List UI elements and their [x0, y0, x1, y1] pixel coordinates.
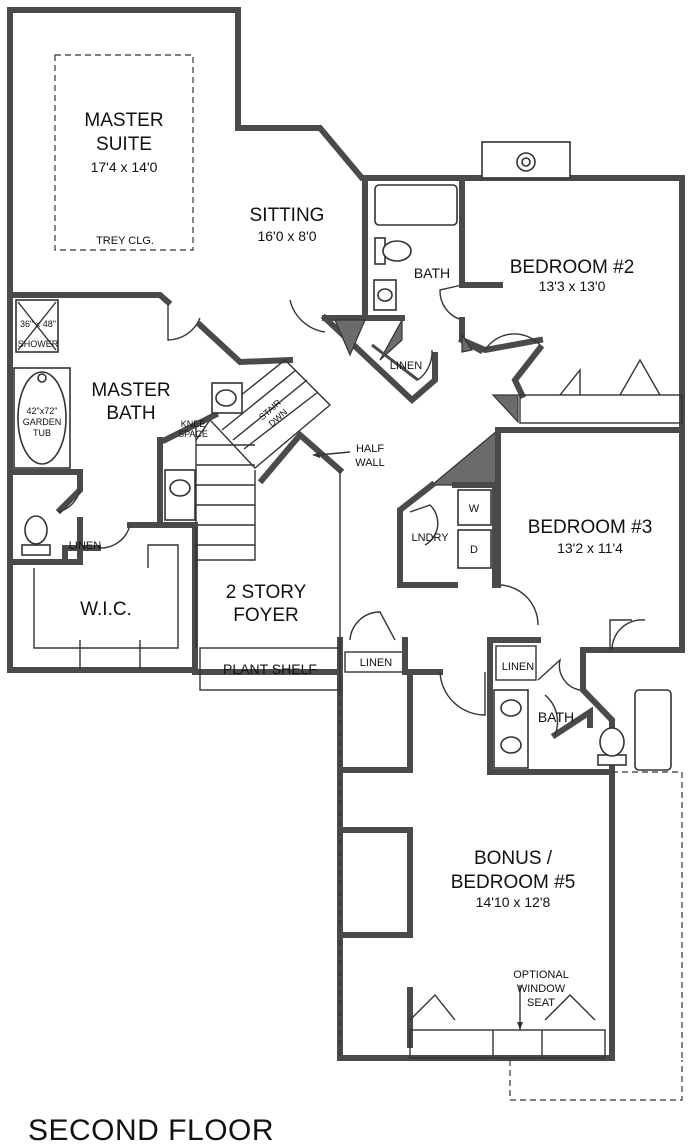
laundry-shade — [430, 428, 499, 486]
linen-master-label: LINEN — [69, 540, 101, 552]
bonus-label-1: BONUS / — [474, 848, 553, 869]
washer — [457, 489, 492, 526]
bath-upper-label: BATH — [414, 265, 450, 281]
floor-title: SECOND FLOOR — [28, 1114, 274, 1145]
bonus-label-2: BEDROOM #5 — [451, 872, 576, 893]
upper-linen-shade-left — [334, 319, 366, 357]
sitting-label: SITTING — [250, 205, 325, 226]
foyer-label-1: 2 STORY — [226, 582, 307, 603]
toilet-master-tank — [21, 544, 51, 556]
dryer — [457, 529, 492, 569]
window-seat-label-2: WINDOW — [517, 983, 566, 995]
linen-bath-label: LINEN — [502, 661, 534, 673]
vanity-master — [164, 469, 196, 521]
master-bath-label-1: MASTER — [91, 380, 170, 401]
bedroom3-dims: 13'2 x 11'4 — [557, 540, 623, 556]
laundry-label: LNDRY — [411, 532, 449, 544]
bath-lower-label: BATH — [538, 709, 574, 725]
bedroom3-door[interactable] — [609, 619, 632, 650]
window-seat-label-3: SEAT — [527, 997, 555, 1009]
master-bath-label-2: BATH — [106, 403, 155, 424]
staircase — [195, 359, 332, 561]
knee-space-1: KNEE — [181, 419, 206, 429]
optional-outline-right — [612, 771, 683, 1060]
bathtub-lower — [634, 689, 672, 771]
plant-shelf-box — [199, 647, 341, 691]
toilet-upper-bowl — [382, 240, 412, 262]
half-wall-label-2: WALL — [355, 457, 385, 469]
upper-linen-shade-right — [379, 319, 403, 361]
plant-shelf-label: PLANT SHELF — [223, 661, 317, 677]
bath-upper-door[interactable] — [439, 284, 463, 321]
linen-foyer-label: LINEN — [360, 657, 392, 669]
labels: MASTER SUITE 17'4 x 14'0 TREY CLG. SITTI… — [18, 110, 653, 1145]
half-wall — [257, 430, 345, 485]
fireplace-bed2 — [481, 141, 571, 179]
foyer-label-2: FOYER — [233, 605, 298, 626]
bedroom2-dims: 13'3 x 13'0 — [539, 278, 606, 294]
knee-space-2: SPACE — [178, 429, 208, 439]
trey-ceiling-outline — [54, 54, 194, 251]
bathtub-upper — [374, 184, 458, 226]
bedroom3-label: BEDROOM #3 — [528, 517, 653, 538]
half-wall-label-1: HALF — [356, 443, 384, 455]
master-suite-label-2: SUITE — [96, 134, 152, 155]
linen-upper-label: LINEN — [390, 360, 422, 372]
trey-ceiling-label: TREY CLG. — [96, 235, 154, 247]
optional-window-seat-outline — [509, 1060, 683, 1101]
bonus-dims: 14'10 x 12'8 — [476, 894, 551, 910]
washer-label: W — [469, 503, 480, 515]
sitting-dims: 16'0 x 8'0 — [257, 228, 316, 244]
wic-label: W.I.C. — [80, 599, 132, 620]
window-seat — [409, 1029, 606, 1059]
shower-size: 36" x 48" — [20, 319, 56, 329]
master-suite-dims: 17'4 x 14'0 — [91, 159, 158, 175]
tub-size: 42"x72" — [27, 406, 58, 416]
master-suite-label-1: MASTER — [84, 110, 163, 131]
dryer-label: D — [470, 544, 478, 556]
shower-label: SHOWER — [18, 339, 59, 349]
window-seat-label-1: OPTIONAL — [513, 969, 569, 981]
tub-line3: TUB — [33, 428, 51, 438]
bedroom2-door[interactable] — [484, 333, 541, 351]
tub-line2: GARDEN — [23, 417, 62, 427]
bedroom2-label: BEDROOM #2 — [510, 257, 635, 278]
